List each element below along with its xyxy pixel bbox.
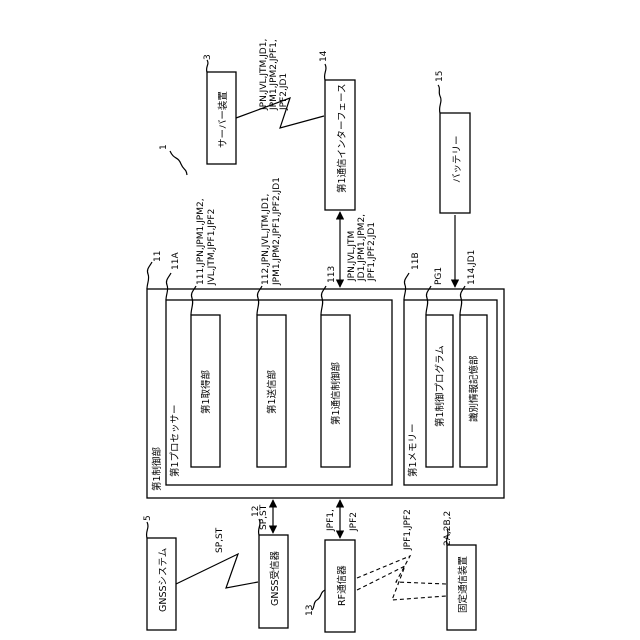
processor-label: 第1プロセッサー [169, 404, 181, 477]
server-ref-leader [207, 60, 208, 72]
transmission-signals-line2: JPM1,JPM2,JPF1,JPF2,JD1 [272, 177, 282, 286]
interface-signals-bottom-line3: JPF1,JPF2,JD1 [367, 222, 377, 282]
rf-signals-line1: JPF1, [326, 509, 336, 532]
acquisition-signals-line1: 111,JPN,JPM1,JPM2, [196, 198, 206, 285]
first-control-label: 第1制御部 [151, 447, 163, 491]
interface-signals-top-line1: JPN,JVL,JTM,JD1, [259, 39, 269, 111]
gnss-system-ref-leader [147, 522, 148, 538]
comm-control-unit-label: 第1通信制御部 [330, 362, 342, 425]
processor-ref: 11A [171, 252, 181, 270]
battery-ref-leader [438, 85, 441, 113]
id-storage-label: 識別情報記憶部 [468, 355, 480, 422]
comm-interface-ref: 14 [319, 50, 329, 62]
server-label: サーバー装置 [217, 91, 229, 148]
rf-fixed-wireless-link-1 [357, 556, 446, 584]
gnss-wireless-link [176, 554, 258, 588]
comm-interface-label: 第1通信インターフェース [336, 84, 348, 194]
rf-comm-label: RF通信器 [336, 565, 348, 606]
system-ref-leader [170, 151, 187, 175]
battery-label: バッテリー [452, 135, 463, 183]
transmission-unit-label: 第1送信部 [266, 370, 278, 414]
battery-ref: 15 [435, 71, 445, 82]
transmission-signals-line1: 112,JPN,JVL,JTM,JD1, [261, 194, 271, 285]
rf-fixed-wireless-link-2 [357, 566, 446, 600]
control-ref-leader [147, 262, 152, 289]
gnss-system-label: GNSSシステム [158, 548, 169, 612]
fixed-comm-ref: 2A,2B,2 [443, 511, 453, 546]
rf-signals-line2: JPF2 [349, 512, 359, 532]
acquisition-unit-label: 第1取得部 [200, 370, 212, 414]
interface-signals-bottom-line1: JPN,JVL,JTM [347, 231, 357, 282]
comm-control-ref: 113 [327, 266, 337, 283]
server-ref: 3 [203, 54, 213, 60]
rf-wireless-signal: JPF1,JPF2 [403, 509, 413, 551]
rf-comm-ref: 13 [305, 605, 315, 616]
gnss-receiver-signal-in: SP,ST [215, 527, 225, 553]
interface-signals-top-line3: JPF2,JD1 [279, 73, 289, 111]
interface-signals-top-line2: JPM1,JPM2,JPF1, [269, 39, 279, 111]
control-ref: 11 [153, 251, 163, 262]
interface-signals-bottom-line2: JD1,JPM1,JPM2, [357, 214, 367, 282]
comm-interface-ref-leader [325, 64, 326, 80]
id-storage-signal-ref: 114,JD1 [467, 250, 477, 285]
acquisition-signals-line2: JVL,JTM,JPF1,JPF2 [207, 209, 217, 286]
gnss-receiver-signal-out: SP,ST [259, 504, 269, 530]
fixed-comm-label: 固定通信装置 [457, 556, 469, 613]
gnss-system-ref: 5 [143, 515, 153, 521]
program-label: 第1制御プログラム [434, 345, 446, 427]
system-ref: 1 [159, 144, 169, 150]
gnss-receiver-label: GNSS受信器 [269, 550, 281, 606]
program-ref: PG1 [434, 267, 444, 285]
memory-label: 第1メモリー [407, 423, 419, 477]
memory-ref: 11B [411, 252, 421, 270]
